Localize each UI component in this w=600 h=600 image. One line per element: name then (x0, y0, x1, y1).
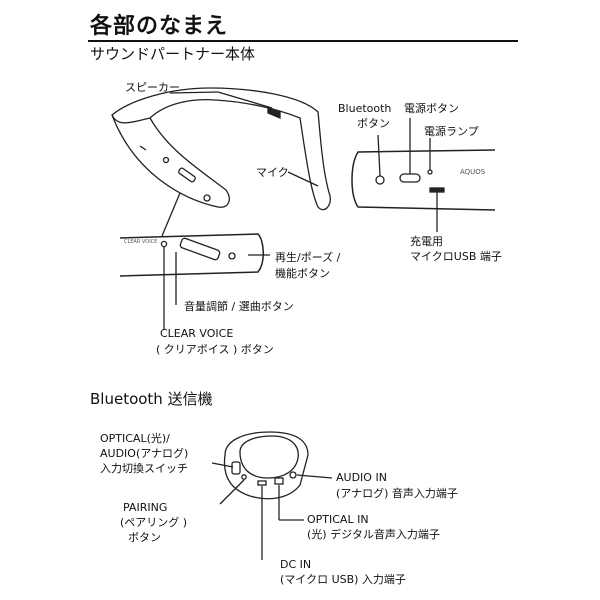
label-charge-usb-1: 充電用 (410, 235, 443, 248)
label-speaker: スピーカー (125, 81, 180, 94)
label-optical-in-1: OPTICAL IN (307, 513, 369, 526)
leader-audio-in (296, 474, 333, 479)
label-dc-in-1: DC IN (280, 558, 312, 571)
leader-switch (211, 462, 234, 468)
section-heading-speaker: サウンドパートナー本体 (90, 45, 256, 63)
label-power-button: 電源ボタン (404, 102, 459, 115)
neck-speaker-illustration (111, 87, 331, 211)
label-play-pause-2: 機能ボタン (275, 267, 330, 280)
label-switch-3: 入力切換スイッチ (100, 462, 188, 475)
leader-pairing (219, 479, 245, 505)
section-heading-transmitter: Bluetooth 送信機 (90, 390, 213, 408)
label-audio-in-2: (アナログ) 音声入力端子 (336, 487, 458, 500)
label-bt-button-1: Bluetooth (338, 102, 392, 115)
bluetooth-transmitter-illustration (223, 431, 309, 500)
label-clear-voice-2: ( クリアボイス ) ボタン (156, 343, 274, 356)
device-brand-print: AQUOS (460, 168, 486, 176)
leader-mic (287, 171, 319, 187)
label-clear-voice-1: CLEAR VOICE (160, 327, 234, 340)
title-divider (88, 40, 518, 42)
label-volume: 音量調節 / 選曲ボタン (184, 300, 294, 313)
label-switch-2: AUDIO(アナログ) (100, 447, 189, 460)
zoom-detail-strip (119, 233, 264, 277)
label-pairing-3: ボタン (128, 531, 161, 544)
zoom-line-left (161, 192, 181, 237)
leader-bt (377, 134, 381, 177)
label-bt-button-2: ボタン (357, 117, 390, 130)
label-audio-in-1: AUDIO IN (336, 471, 387, 484)
page-title: 各部のなまえ (90, 14, 229, 39)
leader-speaker-1 (169, 91, 219, 94)
control-panel-closeup (351, 149, 496, 211)
leader-speaker-2 (217, 91, 273, 109)
label-optical-in-2: (光) デジタル音声入力端子 (307, 528, 440, 541)
label-power-lamp: 電源ランプ (424, 125, 479, 138)
label-switch-1: OPTICAL(光)/ (100, 432, 170, 445)
label-pairing-1: PAIRING (123, 501, 168, 514)
label-mic: マイク (256, 166, 289, 179)
label-play-pause-1: 再生/ポーズ / (275, 251, 341, 264)
label-dc-in-2: (マイクロ USB) 入力端子 (280, 573, 406, 586)
clear-voice-print: CLEAR VOICE (124, 239, 157, 245)
label-pairing-2: (ペアリング ) (120, 516, 188, 529)
label-charge-usb-2: マイクロUSB 端子 (410, 250, 502, 263)
